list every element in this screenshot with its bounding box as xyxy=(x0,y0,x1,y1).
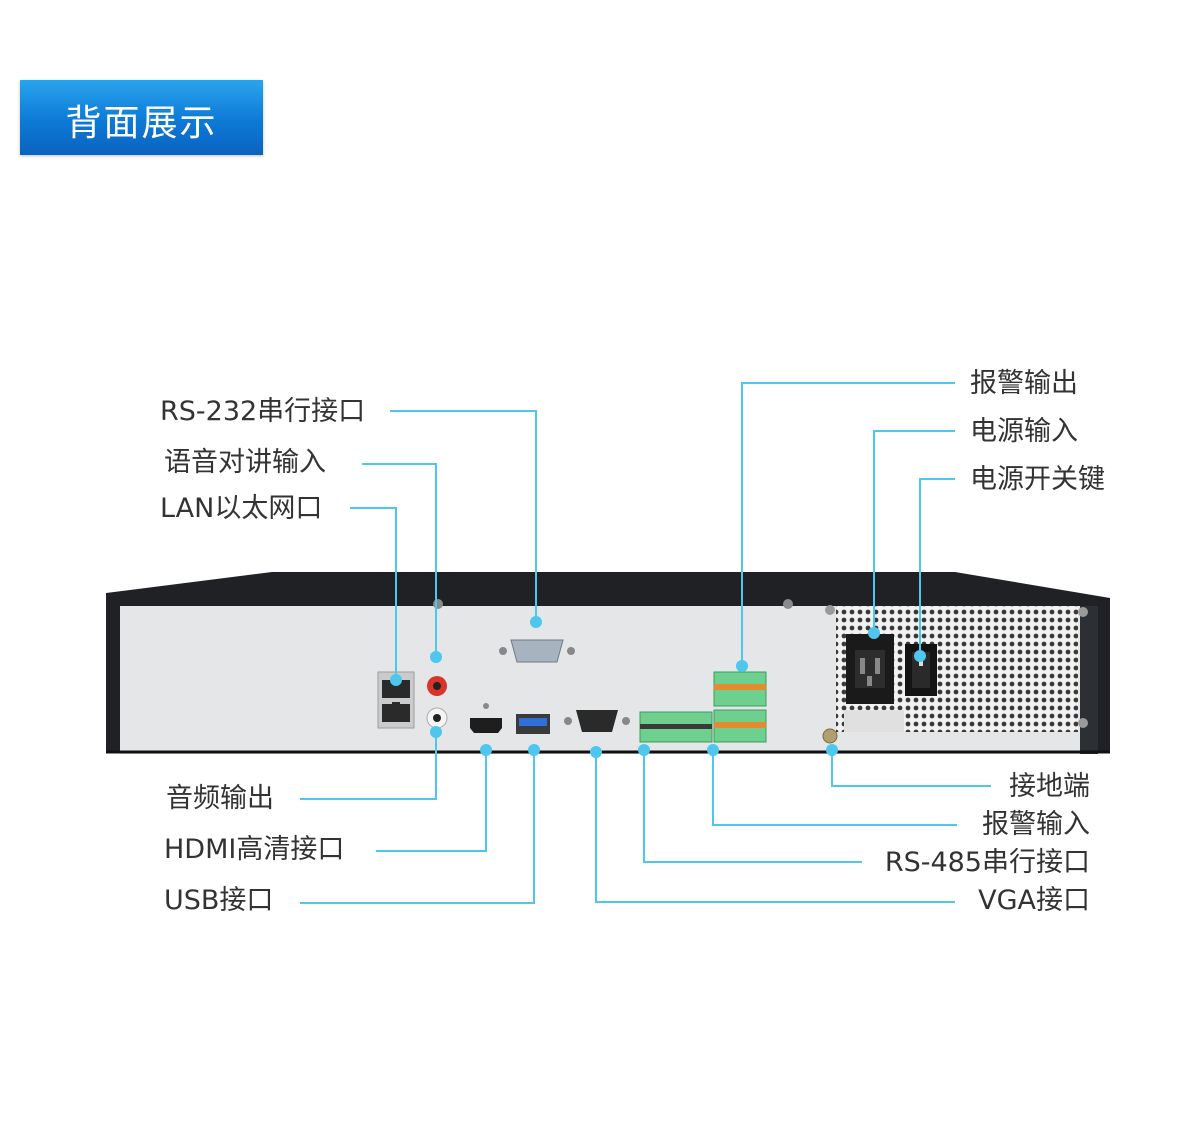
label-ground: 接地端 xyxy=(1009,771,1090,802)
leader-audio-in xyxy=(362,463,437,655)
usb-port xyxy=(516,714,550,734)
label-rs485: RS-485串行接口 xyxy=(884,847,1090,878)
label-power-switch: 电源开关键 xyxy=(970,464,1105,495)
leader-alarm-out xyxy=(741,382,955,666)
leader-lan xyxy=(350,507,397,678)
power-supply-vent xyxy=(825,605,1088,732)
terminal-blocks xyxy=(639,671,767,743)
section-banner: 背面展示 xyxy=(20,80,263,155)
audio-jacks xyxy=(426,676,448,729)
label-alarm-in: 报警输入 xyxy=(982,809,1090,840)
leader-audio-out xyxy=(300,730,437,800)
section-title: 背面展示 xyxy=(65,103,218,144)
leader-usb xyxy=(300,750,535,904)
label-audio-out: 音频输出 xyxy=(166,783,274,814)
ground-screw xyxy=(822,728,838,744)
label-lan: LAN以太网口 xyxy=(160,493,323,524)
label-power-in: 电源输入 xyxy=(970,416,1078,447)
leader-hdmi xyxy=(376,750,487,852)
leader-power-in xyxy=(873,430,955,633)
rs232-port xyxy=(499,639,575,663)
leader-power-switch xyxy=(919,478,955,656)
leader-alarm-in xyxy=(712,750,957,826)
vga-port xyxy=(564,710,630,732)
label-hdmi: HDMI高清接口 xyxy=(164,834,345,865)
power-inlet xyxy=(846,634,894,704)
label-audio-in: 语音对讲输入 xyxy=(164,447,326,478)
label-vga: VGA接口 xyxy=(978,885,1090,916)
leader-dots xyxy=(390,616,926,758)
leader-rs232 xyxy=(390,410,537,620)
hdmi-port xyxy=(470,703,502,733)
leader-lines xyxy=(300,382,991,904)
label-usb: USB接口 xyxy=(164,885,274,916)
leader-rs485 xyxy=(643,750,862,863)
leader-vga xyxy=(595,752,955,903)
label-alarm-out: 报警输出 xyxy=(970,368,1078,399)
label-rs232: RS-232串行接口 xyxy=(160,396,366,427)
lan-ports xyxy=(377,671,415,729)
leader-ground xyxy=(831,750,991,787)
